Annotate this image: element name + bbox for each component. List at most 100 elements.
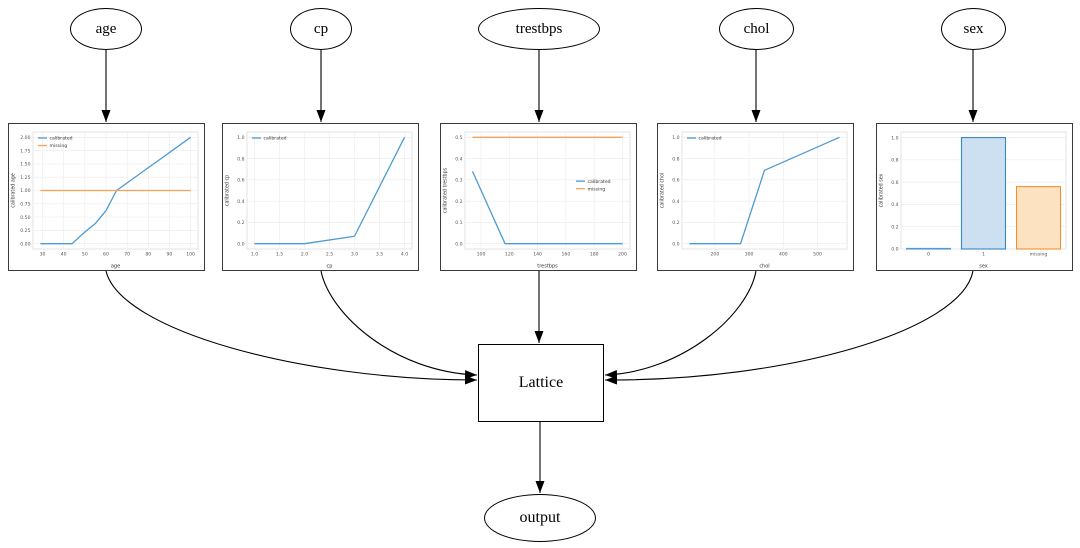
edge-calibration-age-to-lattice — [105, 270, 478, 385]
svg-text:1.0: 1.0 — [891, 135, 898, 141]
svg-text:0.2: 0.2 — [672, 220, 679, 226]
svg-text:1: 1 — [982, 252, 985, 258]
svg-text:120: 120 — [505, 252, 514, 258]
feature-node-sex: sex — [941, 8, 1006, 50]
svg-text:0.5: 0.5 — [455, 135, 462, 141]
svg-text:calibrated age: calibrated age — [11, 173, 17, 208]
svg-text:0.4: 0.4 — [237, 199, 244, 205]
svg-text:calibrated: calibrated — [699, 136, 722, 142]
svg-text:calibrated sex: calibrated sex — [879, 173, 885, 207]
calibration-plot-cp: 1.0 1.5 2.0 2.5 3.0 3.5 4.0 0.0 0.2 0.4 0.6 0.8 1.0 c… — [225, 131, 413, 270]
svg-text:2.0: 2.0 — [301, 252, 308, 258]
svg-text:0.1: 0.1 — [455, 220, 462, 226]
feature-node-age: age — [70, 8, 142, 50]
svg-text:0.8: 0.8 — [237, 156, 244, 162]
calibration-chart-age: 30 40 50 60 70 80 90 100 0.00 0.25 0.50 0.75 1.00 1.2… — [8, 123, 205, 271]
svg-text:80: 80 — [145, 252, 151, 258]
edge-calibration-sex-to-lattice — [604, 270, 974, 385]
svg-text:0.6: 0.6 — [672, 178, 679, 184]
svg-text:calibrated chol: calibrated chol — [660, 173, 666, 209]
svg-text:0.2: 0.2 — [455, 199, 462, 205]
svg-text:40: 40 — [61, 252, 67, 258]
svg-text:calibrated: calibrated — [50, 136, 73, 142]
svg-text:calibrated trestbps: calibrated trestbps — [443, 167, 449, 213]
svg-text:100: 100 — [477, 252, 486, 258]
svg-text:3.5: 3.5 — [376, 252, 383, 258]
svg-text:0.0: 0.0 — [237, 241, 244, 247]
feature-node-cp: cp — [290, 8, 352, 50]
svg-text:0.0: 0.0 — [891, 247, 898, 253]
svg-text:1.50: 1.50 — [20, 162, 30, 168]
svg-text:1.25: 1.25 — [20, 175, 30, 181]
edge-calibration-chol-to-lattice — [604, 270, 757, 380]
output-label: output — [519, 509, 561, 526]
svg-text:1.0: 1.0 — [251, 252, 258, 258]
svg-text:140: 140 — [533, 252, 542, 258]
svg-text:50: 50 — [82, 252, 88, 258]
feature-label-cp: cp — [313, 20, 329, 37]
svg-text:0.75: 0.75 — [20, 202, 30, 208]
feature-label-age: age — [95, 20, 117, 37]
svg-text:1.5: 1.5 — [276, 252, 283, 258]
svg-text:calibrated: calibrated — [264, 136, 287, 142]
feature-node-trestbps: trestbps — [478, 8, 600, 50]
svg-text:0.6: 0.6 — [237, 178, 244, 184]
svg-text:300: 300 — [745, 252, 754, 258]
svg-text:0.50: 0.50 — [20, 215, 30, 221]
svg-text:200: 200 — [710, 252, 719, 258]
svg-text:100: 100 — [186, 252, 195, 258]
svg-text:160: 160 — [562, 252, 571, 258]
svg-text:calibrated: calibrated — [588, 179, 611, 185]
svg-text:0.3: 0.3 — [455, 178, 462, 184]
svg-text:missing: missing — [50, 143, 68, 149]
svg-text:70: 70 — [124, 252, 130, 258]
svg-text:0.25: 0.25 — [20, 228, 30, 234]
svg-text:0.4: 0.4 — [672, 199, 679, 205]
svg-text:0.8: 0.8 — [672, 156, 679, 162]
svg-text:1.00: 1.00 — [20, 188, 30, 194]
svg-text:2.5: 2.5 — [326, 252, 333, 258]
svg-text:age: age — [111, 264, 120, 270]
edge-calibration-cp-to-lattice — [320, 270, 478, 380]
svg-text:90: 90 — [167, 252, 173, 258]
svg-text:180: 180 — [590, 252, 599, 258]
svg-text:1.0: 1.0 — [237, 135, 244, 141]
svg-text:0.4: 0.4 — [455, 156, 462, 162]
svg-text:cp: cp — [327, 264, 333, 270]
svg-text:400: 400 — [779, 252, 788, 258]
calibration-plot-chol: 200 300 400 500 0.0 0.2 0.4 0.6 0.8 1.0 chol calibr… — [660, 131, 848, 270]
svg-text:missing: missing — [588, 186, 606, 192]
svg-text:0.00: 0.00 — [20, 241, 30, 247]
svg-text:60: 60 — [103, 252, 109, 258]
output-node: output — [484, 494, 596, 542]
calibration-chart-cp: 1.0 1.5 2.0 2.5 3.0 3.5 4.0 0.0 0.2 0.4 0.6 0.8 1.0 c… — [222, 123, 419, 271]
svg-text:500: 500 — [813, 252, 822, 258]
calibration-chart-chol: 200 300 400 500 0.0 0.2 0.4 0.6 0.8 1.0 chol calibr… — [657, 123, 854, 271]
svg-text:0.8: 0.8 — [891, 158, 898, 164]
lattice-label: Lattice — [518, 374, 564, 391]
svg-text:4.0: 4.0 — [401, 252, 408, 258]
svg-text:0.0: 0.0 — [672, 241, 679, 247]
svg-text:0.6: 0.6 — [891, 180, 898, 186]
svg-text:missing: missing — [1030, 252, 1048, 258]
svg-text:sex: sex — [979, 264, 988, 270]
svg-text:chol: chol — [759, 264, 769, 270]
svg-text:1.0: 1.0 — [672, 135, 679, 141]
svg-text:0.4: 0.4 — [891, 202, 898, 208]
svg-text:3.0: 3.0 — [351, 252, 358, 258]
svg-text:2.00: 2.00 — [20, 135, 30, 141]
calibration-plot-age: 30 40 50 60 70 80 90 100 0.00 0.25 0.50 0.75 1.00 1.2… — [11, 131, 199, 270]
svg-text:30: 30 — [40, 252, 46, 258]
svg-text:0.0: 0.0 — [455, 241, 462, 247]
svg-text:0.2: 0.2 — [237, 220, 244, 226]
svg-text:1.75: 1.75 — [20, 148, 30, 154]
svg-text:0.2: 0.2 — [891, 224, 898, 230]
lattice-node: Lattice — [478, 344, 604, 422]
svg-text:200: 200 — [618, 252, 627, 258]
